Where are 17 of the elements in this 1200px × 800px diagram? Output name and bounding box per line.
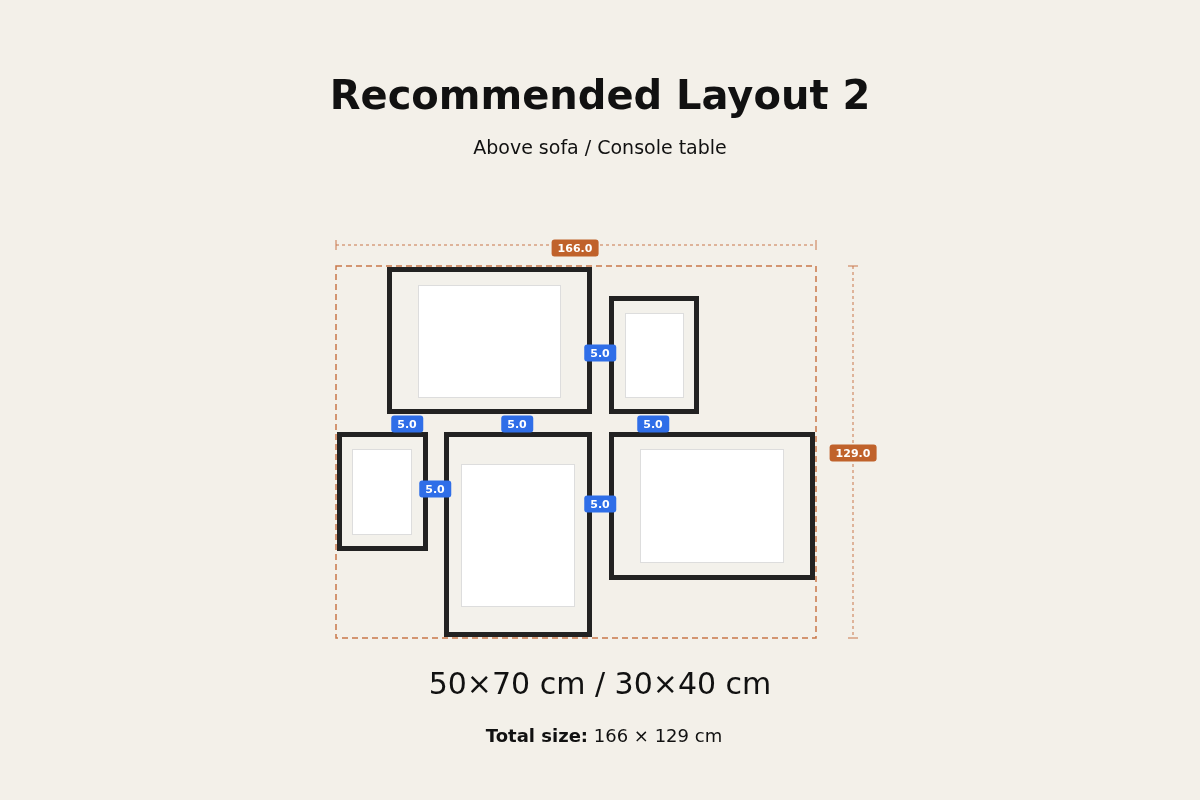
gap-value: 5.0: [391, 415, 423, 433]
dimension-value: 129.0: [829, 444, 877, 462]
picture-frame: [387, 267, 592, 414]
picture-frame: [444, 432, 592, 637]
picture-frame: [337, 432, 428, 551]
dimension-value: 166.0: [551, 239, 599, 257]
gap-value: 5.0: [584, 344, 616, 362]
total-size: Total size: 166 × 129 cm: [485, 725, 723, 746]
frame-sizes: 50×70 cm / 30×40 cm: [428, 666, 772, 701]
picture-frame: [609, 432, 815, 580]
gap-value: 5.0: [584, 495, 616, 513]
title: Recommended Layout 2: [329, 72, 871, 118]
subtitle: Above sofa / Console table: [473, 136, 727, 158]
picture-frame: [609, 296, 699, 414]
gap-value: 5.0: [419, 480, 451, 498]
gap-value: 5.0: [501, 415, 533, 433]
gap-value: 5.0: [637, 415, 669, 433]
